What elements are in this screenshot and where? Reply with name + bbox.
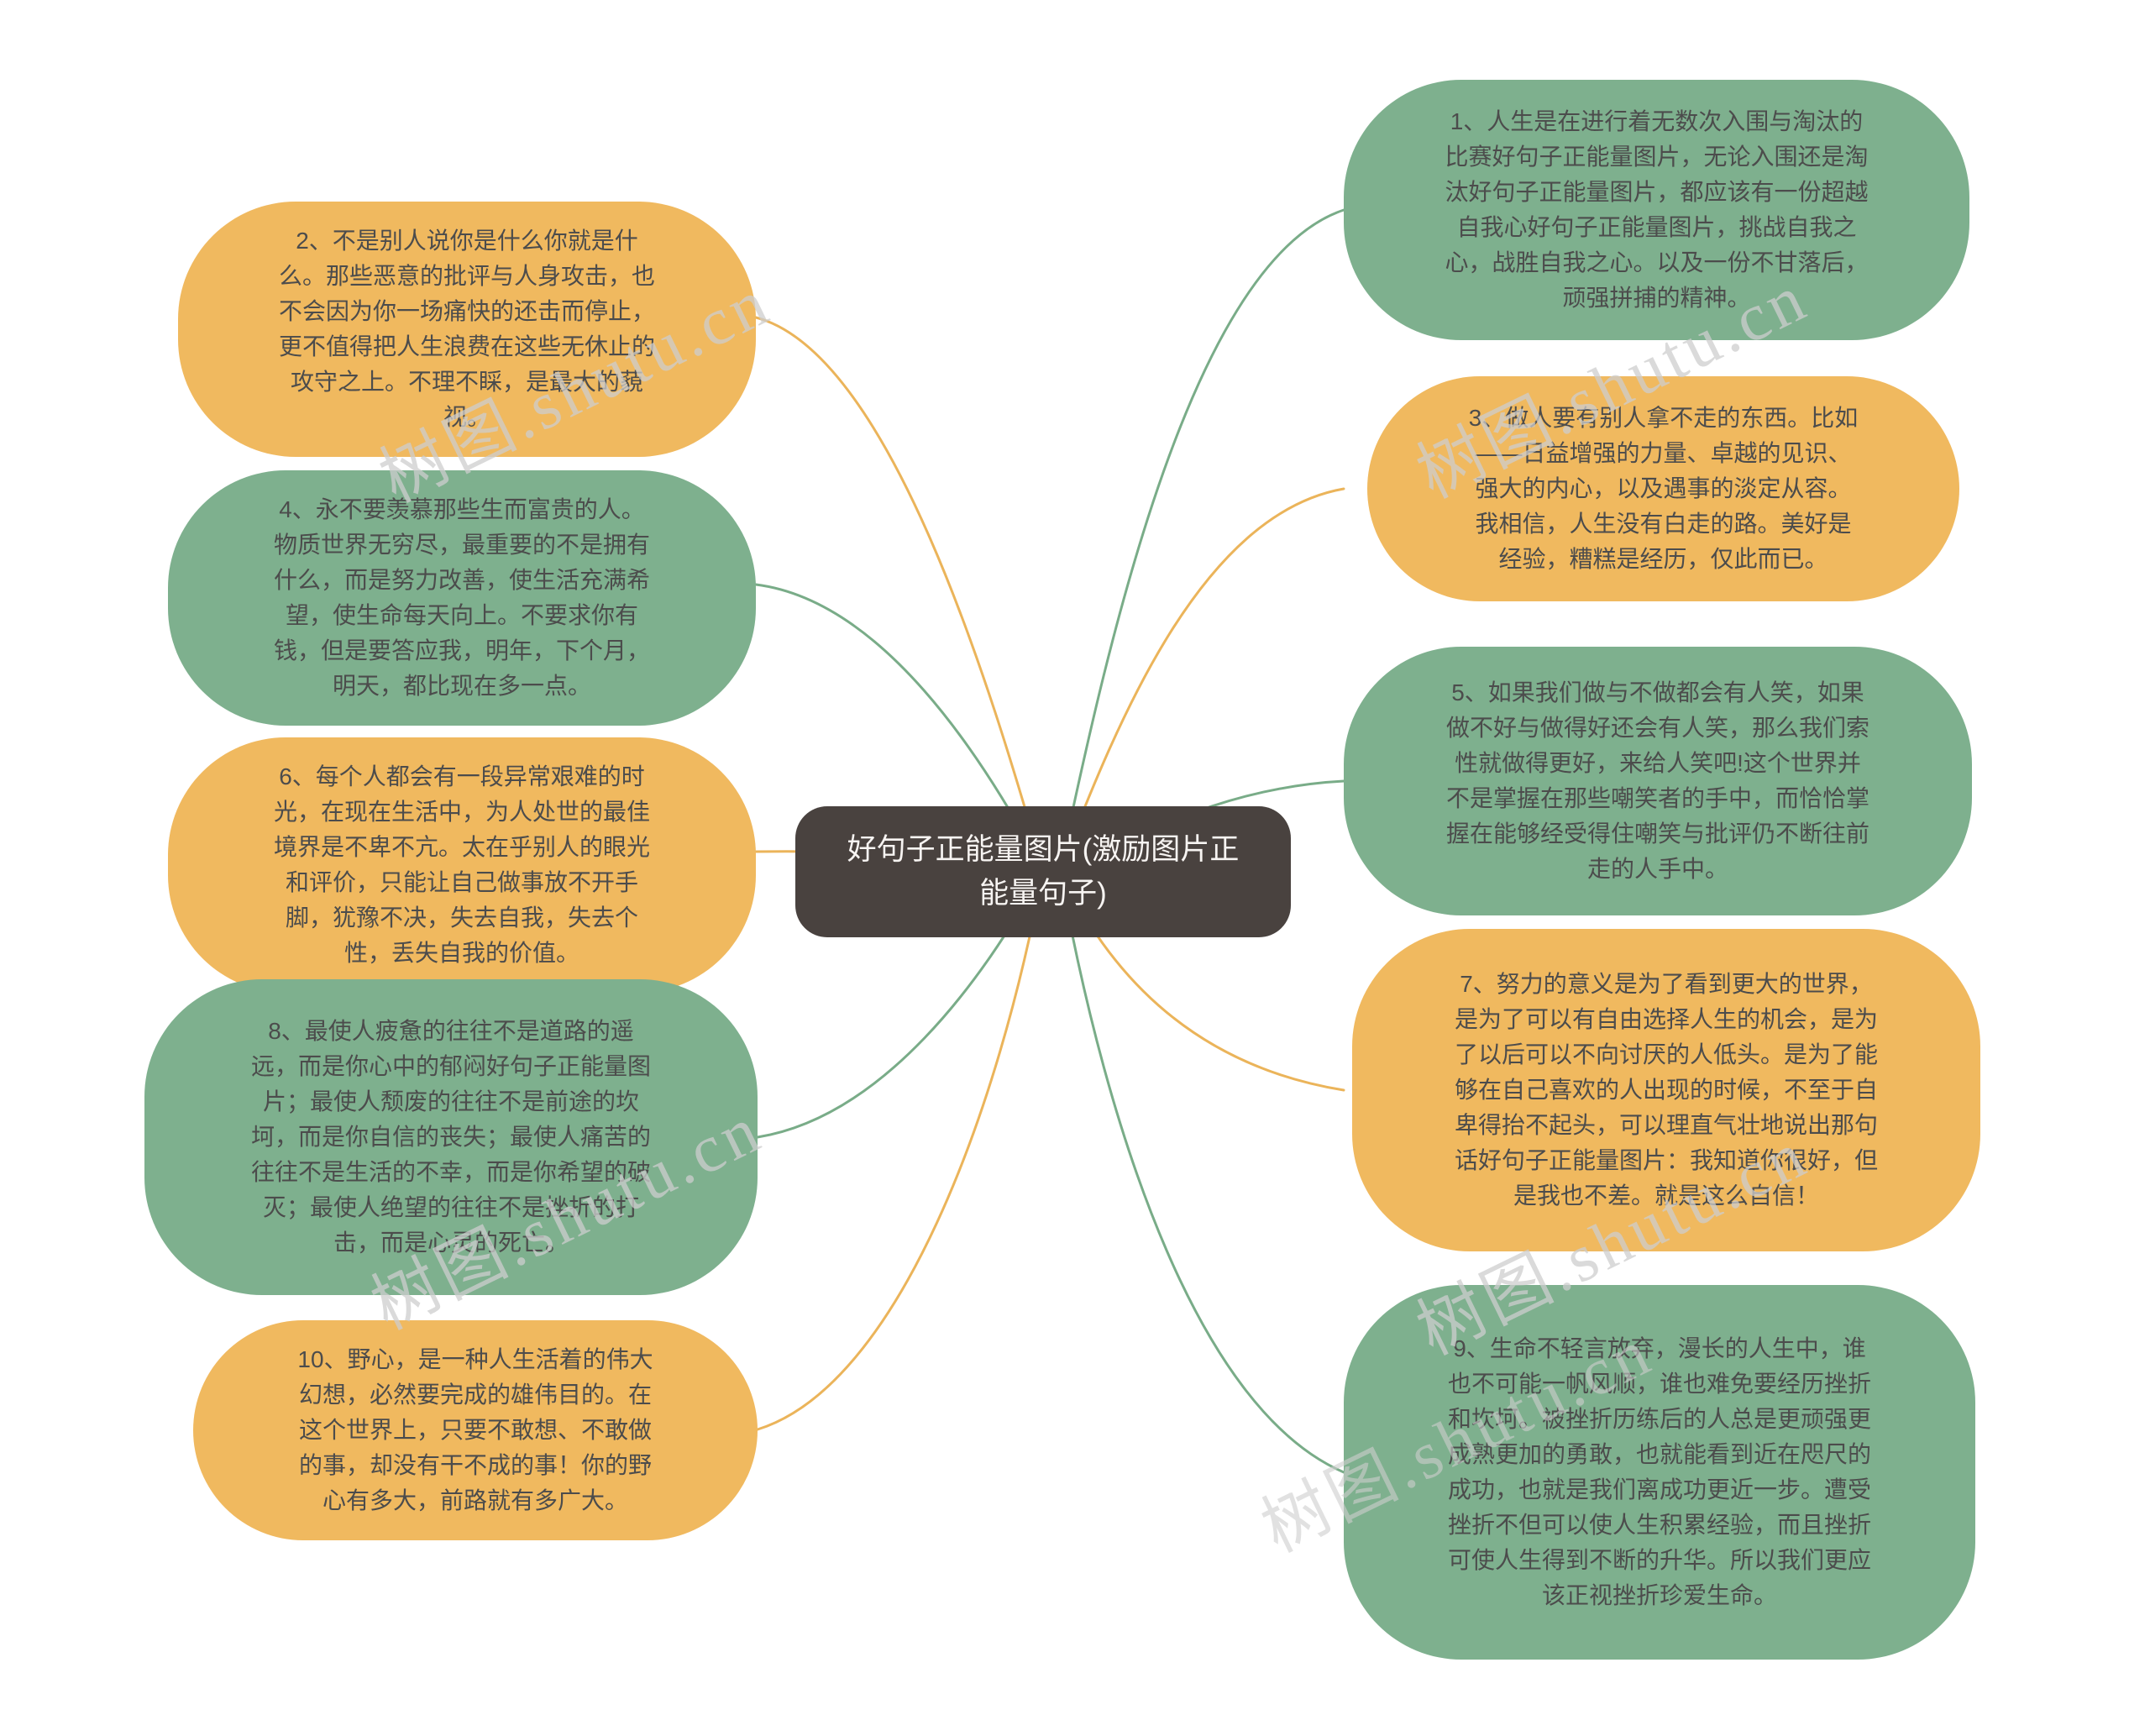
- mindmap-node-2[interactable]: 2、不是别人说你是什么你就是什么。那些恶意的批评与人身攻击，也不会因为你一场痛快…: [178, 202, 756, 457]
- node-text: 5、如果我们做与不做都会有人笑，如果做不好与做得好还会有人笑，那么我们索性就做得…: [1445, 679, 1869, 882]
- mindmap-node-9[interactable]: 9、生命不轻言放弃，漫长的人生中，谁也不可能一帆风顺，谁也难免要经历挫折和坎坷。…: [1344, 1285, 1975, 1660]
- connector-node-3: [1058, 487, 1345, 872]
- node-text: 7、努力的意义是为了看到更大的世界，是为了可以有自由选择人生的机会，是为了以后可…: [1454, 971, 1878, 1209]
- connector-node-9: [1058, 868, 1345, 1474]
- mindmap-node-5[interactable]: 5、如果我们做与不做都会有人笑，如果做不好与做得好还会有人笑，那么我们索性就做得…: [1344, 647, 1972, 915]
- node-text: 10、野心，是一种人生活着的伟大幻想，必然要完成的雄伟目的。在这个世界上，只要不…: [297, 1346, 653, 1513]
- mindmap-node-1[interactable]: 1、人生是在进行着无数次入围与淘汰的比赛好句子正能量图片，无论入围还是淘汰好句子…: [1344, 80, 1969, 340]
- connector-node-2: [754, 316, 1045, 872]
- connector-node-10: [756, 868, 1045, 1431]
- node-text: 2、不是别人说你是什么你就是什么。那些恶意的批评与人身攻击，也不会因为你一场痛快…: [279, 228, 656, 430]
- mindmap-node-6[interactable]: 6、每个人都会有一段异常艰难的时光，在现在生活中，为人处世的最佳境界是不卑不亢。…: [168, 737, 756, 993]
- node-text: 4、永不要羡慕那些生而富贵的人。物质世界无穷尽，最重要的不是拥有什么，而是努力改…: [273, 496, 650, 699]
- mindmap-node-8[interactable]: 8、最使人疲惫的往往不是道路的遥远，而是你心中的郁闷好句子正能量图片；最使人颓废…: [144, 979, 758, 1295]
- mindmap-node-10[interactable]: 10、野心，是一种人生活着的伟大幻想，必然要完成的雄伟目的。在这个世界上，只要不…: [193, 1320, 758, 1540]
- mindmap-central-topic[interactable]: 好句子正能量图片(激励图片正能量句子): [795, 806, 1291, 937]
- central-topic-text: 好句子正能量图片(激励图片正能量句子): [847, 832, 1240, 910]
- node-text: 3、做人要有别人拿不走的东西。比如——日益增强的力量、卓越的见识、强大的内心，以…: [1468, 405, 1859, 572]
- node-text: 1、人生是在进行着无数次入围与淘汰的比赛好句子正能量图片，无论入围还是淘汰好句子…: [1445, 108, 1869, 311]
- mindmap-node-3[interactable]: 3、做人要有别人拿不走的东西。比如——日益增强的力量、卓越的见识、强大的内心，以…: [1367, 376, 1959, 601]
- node-text: 9、生命不轻言放弃，漫长的人生中，谁也不可能一帆风顺，谁也难免要经历挫折和坎坷。…: [1447, 1335, 1871, 1608]
- mindmap-node-7[interactable]: 7、努力的意义是为了看到更大的世界，是为了可以有自由选择人生的机会，是为了以后可…: [1352, 929, 1980, 1251]
- connector-node-1: [1058, 208, 1345, 872]
- mindmap-node-4[interactable]: 4、永不要羡慕那些生而富贵的人。物质世界无穷尽，最重要的不是拥有什么，而是努力改…: [168, 470, 756, 726]
- node-text: 6、每个人都会有一段异常艰难的时光，在现在生活中，为人处世的最佳境界是不卑不亢。…: [273, 763, 650, 966]
- node-text: 8、最使人疲惫的往往不是道路的遥远，而是你心中的郁闷好句子正能量图片；最使人颓废…: [250, 1018, 651, 1256]
